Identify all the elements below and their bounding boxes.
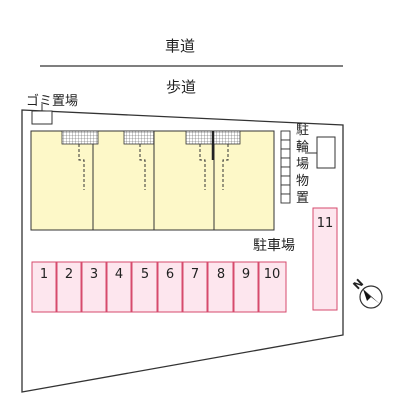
parking-space-number: 11 [317,216,334,231]
parking-space [207,261,234,313]
road-label: 車道 [165,37,195,55]
north-compass: N [350,276,383,309]
parking-space [157,261,183,313]
parking-space [312,207,338,311]
parking-space-number: 3 [90,267,98,282]
sidewalk-label: 歩道 [166,78,196,96]
parking-label: 駐車場 [253,237,295,254]
interior-dashed-wall [222,144,229,190]
garbage-area-label: ゴミ置場 [26,93,78,109]
parking-space-number: 2 [65,267,73,282]
parking-space-number: 7 [191,267,199,282]
parking-space-number: 5 [141,267,149,282]
entrance-canopy [61,130,99,145]
bike-parking-label-char: 場 [296,157,309,172]
entrance-canopy [123,130,155,145]
bike-parking-label-char: 駐 [296,123,309,138]
parking-space [131,261,158,313]
bike-parking-label-char: 輪 [296,139,309,155]
parking-space-number: 4 [115,267,123,282]
storage-box [316,136,336,169]
parking-space-number: 1 [40,267,48,282]
parking-space [233,261,259,313]
building-unit [153,130,215,231]
parking-row: 1 2 3 4 5 6 7 8 9 10 [31,261,287,313]
apartment-building [30,130,275,231]
storage-label-char: 物 [296,174,309,189]
parking-space-number: 10 [264,267,281,282]
bicycle-rack [280,130,291,204]
building-unit [213,130,275,231]
parking-space [182,261,208,313]
storage-label-char: 置 [296,191,309,206]
interior-dashed-wall [199,144,206,190]
parking-space-number: 9 [242,267,250,282]
interior-dashed-wall [139,144,146,190]
garbage-area-box [31,110,53,125]
parking-space [31,261,57,313]
parking-space-number: 8 [217,267,225,282]
compass-needle-icon [363,289,380,304]
parking-space-number: 6 [166,267,174,282]
parking-space [81,261,107,313]
building-unit [30,130,94,231]
parking-space [258,261,287,313]
parking-space [56,261,82,313]
parking-space [106,261,132,313]
interior-dashed-wall [78,144,85,190]
